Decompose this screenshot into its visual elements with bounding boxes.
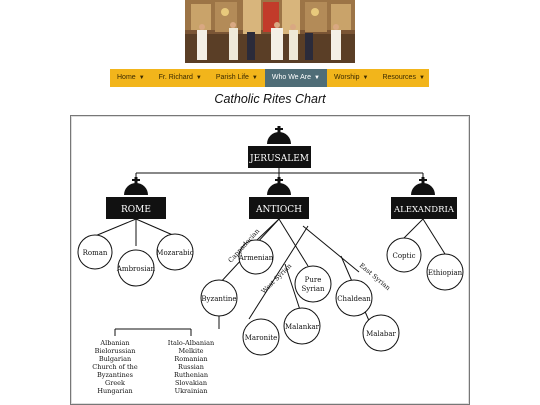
main-navigation: Home▼ Fr. Richard▼ Parish Life▼ Who We A… bbox=[110, 69, 429, 87]
rite-ethiopian: Ethiopian bbox=[428, 269, 463, 277]
church-interior-photo bbox=[185, 0, 355, 63]
byz-list1-item: Byzantines bbox=[97, 371, 133, 379]
byz-list2-item: Slovakian bbox=[175, 379, 207, 387]
byz-list2-item: Italo-Albanian bbox=[168, 339, 214, 347]
chevron-down-icon: ▼ bbox=[251, 75, 258, 81]
rite-armenian: Armenian bbox=[238, 254, 274, 262]
byz-list1-item: Church of the bbox=[92, 363, 138, 371]
rome-box: ROME bbox=[106, 197, 166, 219]
rite-ambrosian: Ambrosian bbox=[116, 265, 156, 273]
rites-chart: JERUSALEM ROME ANTIOCH ALEXANDRIA bbox=[70, 115, 470, 405]
rite-chaldean: Chaldean bbox=[337, 295, 371, 303]
chevron-down-icon: ▼ bbox=[138, 75, 145, 81]
chevron-down-icon: ▼ bbox=[195, 75, 202, 81]
page-title: Catholic Rites Chart bbox=[214, 92, 326, 106]
byz-list2-item: Ruthenian bbox=[174, 371, 208, 379]
nav-home[interactable]: Home▼ bbox=[117, 74, 145, 81]
nav-worship[interactable]: Worship▼ bbox=[333, 74, 369, 81]
byz-list1-item: Hungarian bbox=[97, 387, 132, 395]
rite-roman: Roman bbox=[83, 249, 108, 257]
rite-malabar: Malabar bbox=[366, 330, 396, 338]
rome-label: ROME bbox=[121, 205, 151, 215]
nav-fr-richard[interactable]: Fr. Richard▼ bbox=[158, 74, 202, 81]
jerusalem-box: JERUSALEM bbox=[248, 146, 311, 168]
rite-maronite: Maronite bbox=[245, 334, 278, 342]
nav-parish-life[interactable]: Parish Life▼ bbox=[215, 74, 258, 81]
rite-coptic: Coptic bbox=[392, 252, 415, 260]
nav-who-we-are[interactable]: Who We Are▼ bbox=[264, 69, 327, 87]
byz-list2-item: Russian bbox=[178, 363, 204, 371]
byz-list1-item: Greek bbox=[105, 379, 125, 387]
byz-list1-item: Bulgarian bbox=[99, 355, 131, 363]
byz-list1-item: Albanian bbox=[99, 339, 129, 347]
byz-list2-item: Melkite bbox=[178, 347, 203, 355]
rite-malankar: Malankar bbox=[285, 323, 320, 331]
rite-byzantine: Byzantine bbox=[201, 295, 236, 303]
chevron-down-icon: ▼ bbox=[314, 75, 320, 81]
alexandria-label: ALEXANDRIA bbox=[393, 205, 455, 215]
byz-list2-item: Romanian bbox=[174, 355, 207, 363]
antioch-box: ANTIOCH bbox=[249, 197, 309, 219]
rite-mozarabic: Mozarabic bbox=[156, 249, 193, 257]
rite-pure-syrian-line1: Pure bbox=[305, 276, 322, 284]
chevron-down-icon: ▼ bbox=[362, 75, 369, 81]
rite-pure-syrian-line2: Syrian bbox=[301, 285, 325, 293]
alexandria-box: ALEXANDRIA bbox=[391, 197, 457, 219]
byz-list2-item: Ukrainian bbox=[175, 387, 208, 395]
antioch-label: ANTIOCH bbox=[255, 205, 302, 215]
chevron-down-icon: ▼ bbox=[418, 75, 425, 81]
nav-resources[interactable]: Resources▼ bbox=[382, 74, 425, 81]
jerusalem-label: JERUSALEM bbox=[249, 154, 309, 164]
byz-list1-item: Bielorussian bbox=[95, 347, 136, 355]
